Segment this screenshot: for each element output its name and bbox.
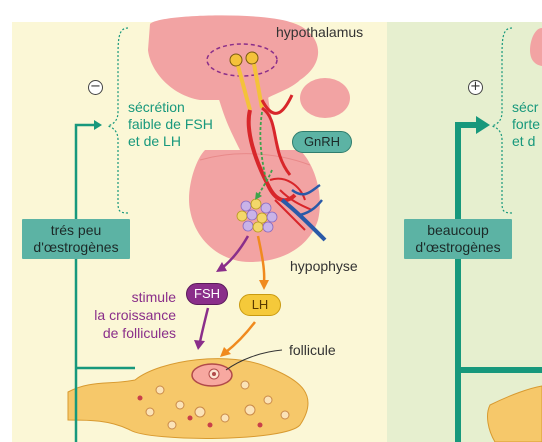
right-secretion-line-2: forte bbox=[512, 116, 541, 132]
inhibition-sign-icon: − bbox=[88, 80, 103, 95]
follicle-pointer bbox=[225, 349, 283, 371]
right-estrogen-badge: beaucoup d'œstrogènes bbox=[404, 219, 512, 259]
lh-release-arrow bbox=[256, 235, 266, 283]
right-secretion-line-3: et d bbox=[512, 133, 536, 149]
fsh-to-ovary-arrow bbox=[198, 307, 210, 343]
feedback-loop-right bbox=[455, 122, 478, 442]
right-ovary-partial bbox=[487, 385, 542, 442]
bracket-left bbox=[106, 27, 129, 214]
bracket-right bbox=[490, 27, 513, 214]
portal-vessel-red bbox=[246, 109, 297, 203]
left-secretion-line-2: faible de FSH bbox=[128, 116, 213, 132]
hypophyse-label: hypophyse bbox=[290, 258, 358, 274]
neuron-region-outline bbox=[206, 43, 278, 77]
portal-vessel-green bbox=[259, 111, 267, 181]
right-gland-partial bbox=[530, 28, 542, 66]
right-estrogen-line-1: beaucoup bbox=[427, 222, 489, 238]
follicule-label: follicule bbox=[289, 342, 336, 358]
feedback-loop-left bbox=[74, 123, 96, 368]
neuron-icon bbox=[245, 51, 259, 65]
neuron-icon bbox=[229, 53, 243, 67]
lh-to-ovary-arrow bbox=[225, 321, 256, 353]
hypothalamus-label: hypothalamus bbox=[276, 24, 364, 40]
right-estrogen-line-2: d'œstrogènes bbox=[415, 239, 501, 255]
stimulus-line-3: de follicules bbox=[102, 325, 176, 341]
hypothalamus-bump bbox=[300, 78, 350, 118]
vein-blue bbox=[280, 198, 327, 242]
fsh-release-arrow bbox=[221, 235, 250, 269]
left-estrogen-badge: trés peu d'œstrogènes bbox=[22, 219, 130, 259]
right-secretion-line-1: sécr bbox=[512, 99, 539, 115]
left-secretion-line-3: et de LH bbox=[128, 133, 181, 149]
secretory-cells-icon bbox=[236, 198, 278, 233]
left-estrogen-line-2: d'œstrogènes bbox=[33, 239, 119, 255]
lh-label: LH bbox=[239, 294, 281, 316]
left-estrogen-line-1: trés peu bbox=[50, 222, 102, 238]
stimulus-line-2: la croissance bbox=[94, 307, 176, 323]
ovary-shape bbox=[67, 358, 309, 439]
stimulation-sign-icon: + bbox=[468, 80, 483, 95]
fsh-label: FSH bbox=[186, 283, 228, 305]
gnrh-label: GnRH bbox=[292, 131, 352, 153]
stimulus-line-1: stimule bbox=[131, 289, 176, 305]
left-secretion-line-1: sécrétion bbox=[128, 99, 185, 115]
